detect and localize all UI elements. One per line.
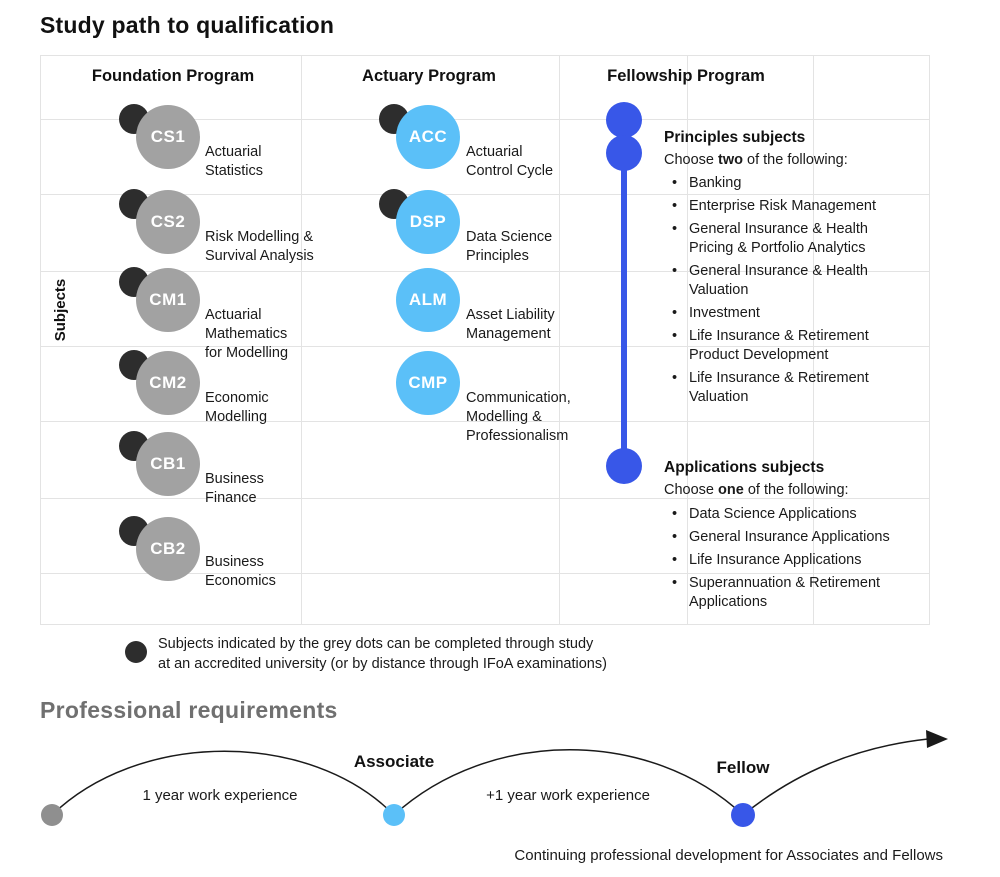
subject-circle-alm: ALM [396, 268, 460, 332]
choose-suffix: of the following: [742, 152, 848, 168]
choose-suffix: of the following: [743, 482, 849, 498]
subject-circle-cs1: CS1 [136, 105, 200, 169]
grid-line-h [41, 271, 929, 272]
subject-code: CB1 [150, 454, 186, 473]
subject-circle-dsp: DSP [396, 190, 460, 254]
column-header-foundation: Foundation Program [91, 67, 255, 85]
choose-emphasis: one [718, 482, 744, 498]
arc-fellow-onward [742, 738, 929, 816]
professional-requirements-title: Professional requirements [40, 697, 338, 723]
subject-code: CS1 [150, 127, 186, 146]
list-item: General Insurance Applications [664, 528, 936, 547]
grid-line-h [41, 346, 929, 347]
list-item: Investment [664, 304, 936, 323]
principles-subject-list: Banking Enterprise Risk Management Gener… [664, 174, 936, 411]
applications-node [606, 448, 642, 484]
list-item: Banking [664, 174, 936, 193]
associate-milestone-dot [383, 804, 405, 826]
subject-label: Economic Modelling [205, 390, 269, 425]
page-title: Study path to qualification [40, 12, 335, 38]
arc-associate-to-fellow [393, 749, 744, 816]
subject-code: CM2 [149, 373, 187, 392]
list-item: General Insurance & Health Pricing & Por… [664, 220, 936, 258]
principles-node-1 [606, 102, 642, 138]
subjects-axis-label: Subjects [52, 278, 69, 342]
fellow-label: Fellow [716, 758, 770, 777]
grid-line-h [41, 498, 929, 499]
subject-label: Communication, Modelling & Professionali… [466, 390, 571, 444]
arrow-head-icon [926, 730, 948, 748]
fellowship-connector-line [621, 120, 627, 466]
list-item: Life Insurance & Retirement Product Deve… [664, 327, 936, 365]
subject-label: Actuarial Mathematics for Modelling [205, 307, 289, 361]
list-item: Life Insurance Applications [664, 551, 936, 570]
column-header-fellowship: Fellowship Program [607, 67, 765, 85]
subject-code: ACC [408, 127, 448, 146]
list-item: Enterprise Risk Management [664, 197, 936, 216]
grid-line-v [301, 56, 302, 624]
grid-line-h [41, 119, 929, 120]
list-item: Superannuation & Retirement Applications [664, 574, 936, 612]
subject-circle-cs2: CS2 [136, 190, 200, 254]
subject-circle-cm1: CM1 [136, 268, 200, 332]
subject-code: CM1 [149, 290, 187, 309]
career-path-curve [51, 730, 948, 816]
list-item: Data Science Applications [664, 505, 936, 524]
subject-circle-cmp: CMP [396, 351, 460, 415]
subject-label: Actuarial Statistics [205, 144, 264, 179]
grid-line-h [41, 194, 929, 195]
subject-code: CS2 [150, 212, 186, 231]
subject-code: CMP [408, 373, 448, 392]
grid-line-v [559, 56, 560, 624]
principles-choose-line: Choose two of the following: [664, 152, 848, 168]
choose-prefix: Choose [664, 482, 719, 498]
list-item: Life Insurance & Retirement Valuation [664, 369, 936, 407]
choose-prefix: Choose [664, 152, 719, 168]
applications-heading: Applications subjects [664, 459, 825, 476]
arc-start-to-associate [51, 750, 395, 816]
subject-label: Asset Liability Management [466, 307, 555, 342]
subject-label: Business Economics [205, 554, 276, 589]
principles-node-2 [606, 135, 642, 171]
applications-choose-line: Choose one of the following: [664, 482, 849, 498]
subject-circle-acc: ACC [396, 105, 460, 169]
subject-code: ALM [408, 290, 448, 309]
segment-label-first: 1 year work experience [142, 787, 298, 804]
grid-line-h [41, 573, 929, 574]
subject-code: DSP [409, 212, 447, 231]
subject-circle-cm2: CM2 [136, 351, 200, 415]
principles-heading: Principles subjects [664, 129, 806, 146]
subject-label: Risk Modelling & Survival Analysis [205, 229, 314, 264]
subject-circle-cb2: CB2 [136, 517, 200, 581]
applications-subject-list: Data Science Applications General Insura… [664, 505, 936, 616]
choose-emphasis: two [718, 152, 743, 168]
start-milestone-dot [41, 804, 63, 826]
subject-circle-cb1: CB1 [136, 432, 200, 496]
segment-label-second: +1 year work experience [486, 787, 650, 804]
subject-code: CB2 [150, 539, 186, 558]
subject-label: Data Science Principles [466, 229, 553, 264]
legend-dot [125, 641, 147, 663]
fellow-milestone-dot [731, 803, 755, 827]
list-item: General Insurance & Health Valuation [664, 262, 936, 300]
subject-label: Business Finance [205, 471, 264, 506]
associate-label: Associate [353, 752, 435, 771]
subject-label: Actuarial Control Cycle [466, 144, 554, 179]
column-header-actuary: Actuary Program [362, 67, 496, 85]
grid-line-h [41, 421, 929, 422]
legend-text: Subjects indicated by the grey dots can … [158, 636, 607, 672]
cpd-footnote: Continuing professional development for … [514, 847, 943, 864]
